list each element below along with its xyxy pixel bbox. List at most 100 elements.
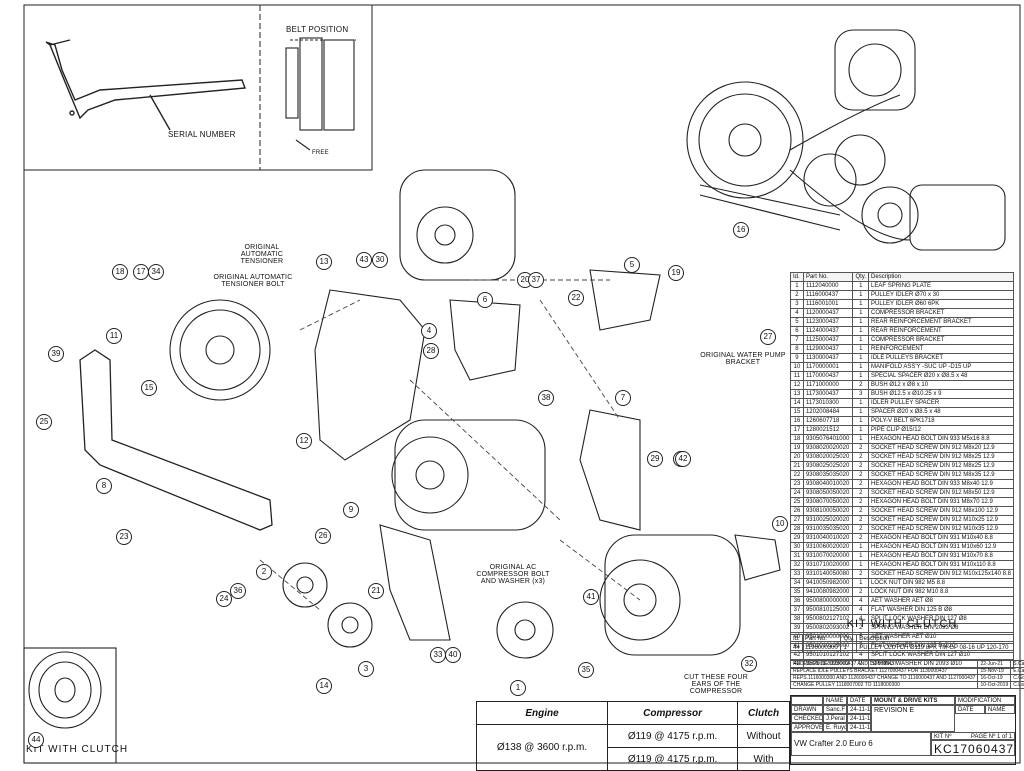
tb-approved-date: 24-11-17 bbox=[847, 723, 871, 732]
parts-cell-qty: 1 bbox=[853, 408, 869, 417]
tb-checked-date: 24-11-17 bbox=[847, 714, 871, 723]
parts-cell-id: 21 bbox=[791, 462, 804, 471]
parts-cell-qty: 1 bbox=[853, 282, 869, 291]
parts-cell-description: SOCKET HEAD SCREW DIN 912 M8x35 12.9 bbox=[869, 471, 1014, 480]
kit-row-qty: 1 bbox=[841, 644, 857, 653]
belt-position-label: BELT POSITION bbox=[286, 25, 348, 34]
parts-cell-qty: 1 bbox=[853, 354, 869, 363]
parts-cell-qty: 4 bbox=[853, 606, 869, 615]
revision-text: CHANGE PULLEY 1118007002 TO 1118000300 bbox=[791, 682, 978, 689]
tb-drawn-label: DRAWN bbox=[791, 705, 823, 714]
parts-cell-description: HEXAGON HEAD BOLT DIN 931 M10x110 8.8 bbox=[869, 561, 1014, 570]
parts-cell-description: BUSH Ø12 x Ø8 x 10 bbox=[869, 381, 1014, 390]
tb-blank bbox=[791, 696, 823, 705]
parts-cell-id: 35 bbox=[791, 588, 804, 597]
parts-cell-part-no: 9310040010020 bbox=[803, 534, 853, 543]
parts-cell-id: 22 bbox=[791, 471, 804, 480]
parts-cell-qty: 2 bbox=[853, 381, 869, 390]
kit-with-clutch-table: Id. Part No. Qty. Description 44 1196000… bbox=[790, 634, 1014, 653]
revision-date: 16-Oct-19 bbox=[978, 675, 1011, 682]
parts-cell-description: LOCK NUT DIN 982 M5 8.8 bbox=[869, 579, 1014, 588]
callout-1: 1 bbox=[510, 680, 526, 696]
parts-cell-description: LOCK NUT DIN 982 M10 8.8 bbox=[869, 588, 1014, 597]
parts-cell-id: 23 bbox=[791, 480, 804, 489]
parts-cell-qty: 2 bbox=[853, 489, 869, 498]
parts-cell-part-no: 1116001001 bbox=[803, 300, 853, 309]
revision-name: E.Carmona bbox=[1011, 668, 1024, 675]
callout-23: 23 bbox=[116, 529, 132, 545]
parts-cell-id: 28 bbox=[791, 525, 804, 534]
parts-header-row: Id. Part No. Qty. Description bbox=[791, 273, 1014, 282]
revision-text: REPS.1116000300 AND 1126000437 CHANGE TO… bbox=[791, 675, 978, 682]
kit-header-id: Id. bbox=[791, 635, 803, 644]
callout-29: 29 bbox=[647, 451, 663, 467]
revision-name: C.Gonzalez bbox=[1011, 675, 1024, 682]
callout-13: 13 bbox=[316, 254, 332, 270]
callout-40: 40 bbox=[445, 647, 461, 663]
parts-cell-description: SOCKET HEAD SCREW DIN 912 M8x100 12.9 bbox=[869, 507, 1014, 516]
belt-position-graphic bbox=[286, 38, 356, 150]
parts-cell-qty: 2 bbox=[853, 507, 869, 516]
tb-revision-value: E bbox=[909, 707, 914, 714]
callout-44: 44 bbox=[28, 732, 44, 748]
callout-37: 37 bbox=[528, 272, 544, 288]
parts-cell-description: SOCKET HEAD SCREW DIN 912 M8x20 12.9 bbox=[869, 444, 1014, 453]
callout-18: 18 bbox=[112, 264, 128, 280]
parts-cell-id: 18 bbox=[791, 435, 804, 444]
parts-cell-description: REAR REINFORCEMENT BRACKET bbox=[869, 318, 1014, 327]
parts-cell-id: 24 bbox=[791, 489, 804, 498]
tb-rev-date-hdr: DATE bbox=[955, 705, 985, 714]
speed-clutch-value: With bbox=[738, 748, 790, 771]
parts-cell-id: 29 bbox=[791, 534, 804, 543]
parts-cell-part-no: 1173010300 bbox=[803, 399, 853, 408]
parts-cell-part-no: 9410050982000 bbox=[803, 579, 853, 588]
callout-6: 6 bbox=[477, 292, 493, 308]
parts-cell-description: REAR REINFORCEMENT bbox=[869, 327, 1014, 336]
parts-cell-id: 37 bbox=[791, 606, 804, 615]
speed-header-clutch: Clutch bbox=[738, 702, 790, 725]
parts-header-qty: Qty. bbox=[853, 273, 869, 282]
parts-cell-id: 1 bbox=[791, 282, 804, 291]
parts-cell-description: AET WASHER AET Ø8 bbox=[869, 597, 1014, 606]
revision-name: S.Carmona bbox=[1011, 661, 1024, 668]
parts-cell-id: 32 bbox=[791, 561, 804, 570]
parts-cell-part-no: 9305076401000 bbox=[803, 435, 853, 444]
parts-cell-description: HEXAGON HEAD BOLT DIN 931 M10x70 8.8 bbox=[869, 552, 1014, 561]
parts-cell-id: 8 bbox=[791, 345, 804, 354]
parts-cell-qty: 3 bbox=[853, 390, 869, 399]
alternator-graphic bbox=[400, 170, 515, 280]
parts-cell-part-no: 1125000437 bbox=[803, 336, 853, 345]
parts-cell-qty: 1 bbox=[853, 435, 869, 444]
callout-3: 3 bbox=[358, 661, 374, 677]
parts-cell-part-no: 9500800000000 bbox=[803, 597, 853, 606]
parts-cell-qty: 2 bbox=[853, 471, 869, 480]
parts-cell-qty: 2 bbox=[853, 534, 869, 543]
parts-cell-qty: 1 bbox=[853, 417, 869, 426]
speed-compressor-value: Ø119 @ 4175 r.p.m. bbox=[608, 748, 738, 771]
kit-row-part-no: 1196000300 bbox=[802, 644, 841, 653]
callout-9: 9 bbox=[343, 502, 359, 518]
callout-39: 39 bbox=[48, 346, 64, 362]
parts-header-description: Description bbox=[869, 273, 1014, 282]
revision-name: C.Lavrato bbox=[1011, 682, 1024, 689]
tb-revision-label: REVISION bbox=[874, 707, 907, 714]
callout-22: 22 bbox=[568, 290, 584, 306]
tb-drawn-date: 24-11-17 bbox=[847, 705, 871, 714]
speed-compressor-value: Ø119 @ 4175 r.p.m. bbox=[608, 725, 738, 748]
parts-cell-description: SOCKET HEAD SCREW DIN 912 M10x25 12.9 bbox=[869, 516, 1014, 525]
original-ac-bolt-label: ORIGINAL AC COMPRESSOR BOLT AND WASHER (… bbox=[468, 564, 558, 585]
